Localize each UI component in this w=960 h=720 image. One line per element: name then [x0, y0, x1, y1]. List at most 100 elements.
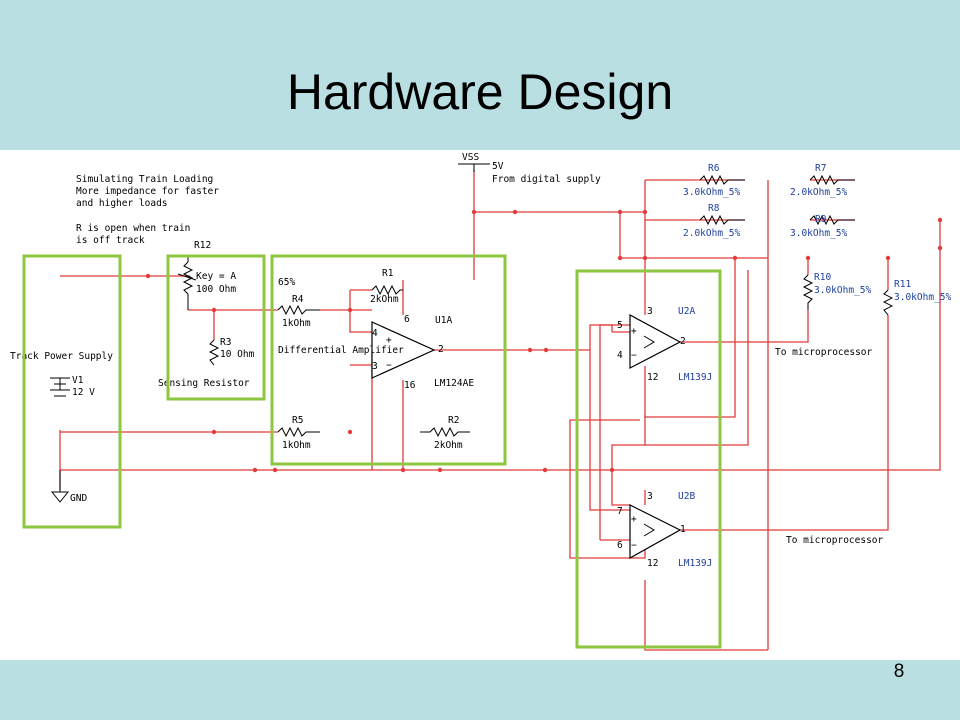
r12-value: 100 Ohm: [196, 284, 236, 295]
note-line: Simulating Train Loading: [76, 174, 213, 185]
r7-name: R7: [815, 163, 826, 174]
r10-value: 3.0kOhm_5%: [814, 285, 871, 296]
u1a-pin-bottom: 16: [404, 380, 416, 391]
r6-name: R6: [708, 163, 720, 174]
r8-value: 2.0kOhm_5%: [683, 228, 740, 239]
u2b-pin-out: 1: [680, 524, 686, 535]
r5-resistor: R5 1kOhm: [277, 415, 320, 451]
u2a-pin-top: 3: [647, 306, 653, 317]
u1a-minus: −: [386, 360, 392, 371]
u2b-plus: +: [631, 514, 637, 525]
vss-value: 5V: [492, 161, 504, 172]
r11-value: 3.0kOhm_5%: [894, 292, 951, 303]
gnd-label: GND: [70, 493, 87, 504]
r8-name: R8: [708, 203, 720, 214]
r4-resistor: R4 1kOhm: [277, 294, 320, 329]
r2-value: 2kOhm: [434, 440, 463, 451]
r3-resistor: R3 10 Ohm Sensing Resistor: [158, 337, 255, 389]
r9-value: 3.0kOhm_5%: [790, 228, 847, 239]
r8-resistor: R8 2.0kOhm_5%: [683, 203, 745, 239]
highlight-diff-amp: [270, 254, 507, 466]
r10-name: R10: [814, 272, 831, 283]
page-number: 8: [893, 661, 905, 682]
wires: [59, 170, 941, 651]
u2b-pin-plus: 7: [617, 506, 623, 517]
u2b-comparator: + − U2B LM139J 3 7 6 1 12: [617, 491, 712, 569]
output-label-b: To microprocessor: [786, 535, 884, 546]
r9-name: R9: [815, 214, 827, 225]
u2b-name: U2B: [678, 491, 695, 502]
junction-dots: [145, 209, 943, 473]
u2b-pin-minus: 6: [617, 540, 623, 551]
output-label-a: To microprocessor: [775, 347, 873, 358]
u1a-part: LM124AE: [434, 378, 474, 389]
r1-name: R1: [382, 268, 394, 279]
title-banner: [0, 0, 960, 150]
u1a-pin-out: 2: [438, 344, 444, 355]
circuit-schematic: VSS 5V From digital supply Simulating Tr…: [10, 152, 951, 651]
r1-resistor: R1 2kOhm: [370, 268, 403, 305]
u2a-name: U2A: [678, 306, 695, 317]
r3-value: 10 Ohm: [220, 349, 255, 360]
highlight-boxes: [22, 254, 722, 649]
note-line: More impedance for faster: [76, 186, 219, 197]
r3-caption: Sensing Resistor: [158, 378, 250, 389]
u2a-minus: −: [631, 350, 637, 361]
u2a-pin-out: 2: [680, 336, 686, 347]
u2a-part: LM139J: [678, 372, 712, 383]
highlight-comparators: [575, 269, 722, 649]
u1a-pin-plus: 4: [372, 328, 378, 339]
r10-resistor: R10 3.0kOhm_5%: [802, 272, 871, 310]
note-line: is off track: [76, 235, 145, 246]
u1a-opamp: + − U1A LM124AE Differential Amplifier 6…: [278, 314, 474, 391]
r4-value: 1kOhm: [282, 318, 311, 329]
r5-value: 1kOhm: [282, 440, 311, 451]
u2a-plus: +: [631, 326, 637, 337]
r4-name: R4: [292, 294, 304, 305]
r12-percent: 65%: [278, 277, 295, 288]
r5-name: R5: [292, 415, 303, 426]
u2a-pin-bottom: 12: [647, 372, 658, 383]
r1-value: 2kOhm: [370, 294, 399, 305]
r6-value: 3.0kOhm_5%: [683, 187, 740, 198]
note-line: R is open when train: [76, 223, 190, 234]
r11-name: R11: [894, 279, 911, 290]
r7-value: 2.0kOhm_5%: [790, 187, 847, 198]
v1-value: 12 V: [72, 387, 95, 398]
r12-name: R12: [194, 240, 211, 251]
r11-resistor: R11 3.0kOhm_5%: [882, 279, 951, 316]
u1a-caption: Differential Amplifier: [278, 345, 404, 356]
highlight-sensing-resistor: [166, 254, 266, 401]
highlight-track-supply: [22, 254, 122, 529]
u2a-comparator: + − U2A LM139J 3 5 4 2 12: [617, 306, 712, 383]
note-line: and higher loads: [76, 198, 168, 209]
u2b-minus: −: [631, 540, 637, 551]
u2b-part: LM139J: [678, 558, 712, 569]
v1-name: V1: [72, 375, 84, 386]
r7-resistor: R7 2.0kOhm_5%: [790, 163, 855, 198]
r3-name: R3: [220, 337, 231, 348]
u1a-pin-top: 6: [404, 314, 410, 325]
r12-key: Key = A: [196, 271, 236, 282]
track-supply-label: Track Power Supply: [10, 351, 113, 362]
r12-potentiometer: R12 Key = A 100 Ohm 65%: [177, 240, 295, 310]
battery-v1: Track Power Supply V1 12 V: [10, 351, 113, 398]
u2a-pin-plus: 5: [617, 320, 623, 331]
u2b-pin-bottom: 12: [647, 558, 658, 569]
footer-banner: [0, 660, 960, 720]
u2a-pin-minus: 4: [617, 350, 623, 361]
u1a-pin-minus: 3: [372, 361, 378, 372]
vss-symbol: VSS 5V From digital supply: [458, 152, 601, 185]
r9-resistor: R9 3.0kOhm_5%: [790, 214, 855, 239]
vss-desc: From digital supply: [492, 174, 601, 185]
ground-symbol: GND: [50, 470, 87, 504]
r2-resistor: R2 2kOhm: [420, 415, 470, 451]
slide-title: Hardware Design: [286, 64, 674, 120]
u2b-pin-top: 3: [647, 491, 653, 502]
vss-label: VSS: [462, 152, 479, 163]
u1a-name: U1A: [435, 315, 452, 326]
r6-resistor: R6 3.0kOhm_5%: [683, 163, 745, 198]
loading-note: Simulating Train Loading More impedance …: [76, 174, 219, 246]
r2-name: R2: [448, 415, 459, 426]
u1a-plus: +: [386, 335, 392, 346]
